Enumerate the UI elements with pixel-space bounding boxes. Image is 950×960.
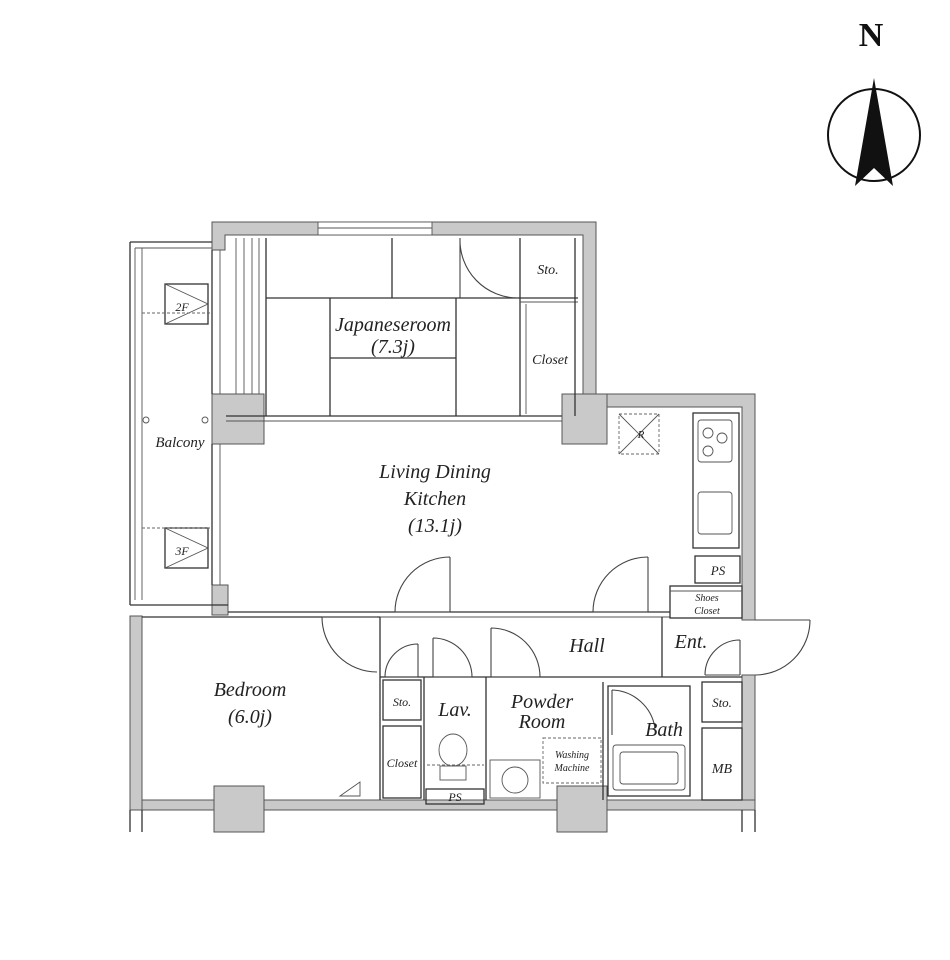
shoes-closet-line1: Shoes <box>695 593 718 604</box>
japanese-sto-label: Sto. <box>537 263 558 278</box>
burner-icon <box>702 445 714 457</box>
living-label-line1: Living Dining <box>378 461 491 483</box>
bedroom-sto-label: Sto. <box>393 695 411 709</box>
kitchen-counter <box>692 412 740 549</box>
burner-icon <box>702 427 714 439</box>
pillar <box>211 584 229 616</box>
living-dining-kitchen: R Living Dining Kitchen (13.1j) <box>228 412 740 618</box>
bath-label: Bath <box>645 719 683 741</box>
shoes-closet-line2: Closet <box>694 606 720 617</box>
pillar <box>211 393 265 445</box>
japanese-closet-label: Closet <box>532 353 569 368</box>
sink <box>697 491 733 535</box>
mb-label: MB <box>711 762 733 777</box>
bathtub <box>612 744 686 791</box>
lavatory-label: Lav. <box>437 699 472 721</box>
living-label-line2: Kitchen <box>403 488 466 510</box>
north-label: N <box>859 17 884 54</box>
hatch-3f-label: 3F <box>174 544 189 558</box>
japanese-room-size: (7.3j) <box>371 336 415 358</box>
entrance-sto-label: Sto. <box>712 695 732 710</box>
washbasin-bowl-icon <box>501 766 529 794</box>
washing-machine-line1: Washing <box>555 750 589 761</box>
pillar <box>561 393 608 445</box>
hall-label: Hall <box>568 635 605 657</box>
balcony-label: Balcony <box>155 435 204 451</box>
bath: Bath <box>607 685 691 797</box>
north-compass: N <box>827 17 921 186</box>
powder-room-line1: Powder <box>510 691 573 713</box>
stove <box>697 419 733 463</box>
outer-walls <box>129 221 756 833</box>
pillar <box>556 785 608 833</box>
refrigerator: R <box>618 413 660 455</box>
bedroom-name: Bedroom <box>214 679 287 701</box>
washing-machine-line2: Machine <box>554 763 591 774</box>
bedroom: Bedroom (6.0j) Sto. Closet <box>142 616 422 799</box>
pillar <box>213 785 265 833</box>
hatch-2f-label: 2F <box>175 300 189 314</box>
powder-room-line2: Room <box>518 711 566 733</box>
bedroom-size: (6.0j) <box>228 706 272 728</box>
hall-entrance: Hall Ent. Sto. MB <box>379 617 811 801</box>
burner-icon <box>716 432 728 444</box>
washbasin <box>489 759 541 799</box>
powder-room: Powder Room Washing Machine <box>489 627 604 800</box>
north-arrow-icon <box>855 78 893 186</box>
front-door <box>754 619 811 676</box>
lav-ps-label: PS <box>447 790 461 804</box>
bedroom-closet-label: Closet <box>387 756 418 770</box>
refrigerator-label: R <box>637 429 645 441</box>
toilet-icon <box>438 733 468 767</box>
balcony-hatch-3f: 3F <box>164 527 210 569</box>
washing-machine-space <box>542 737 602 784</box>
lavatory: Lav. PS <box>423 637 487 805</box>
balcony-hatch-2f: 2F <box>164 283 210 325</box>
japanese-room: Sto. Closet Japaneseroom (7.3j) <box>226 237 578 422</box>
kitchen-ps-label: PS <box>710 563 726 578</box>
entrance-storage: PS Shoes Closet <box>669 555 743 619</box>
balcony-area: 2F 3F Balcony <box>129 241 228 606</box>
entrance-label: Ent. <box>674 631 708 653</box>
japanese-room-name: Japaneseroom <box>335 314 451 336</box>
living-size: (13.1j) <box>408 515 462 537</box>
